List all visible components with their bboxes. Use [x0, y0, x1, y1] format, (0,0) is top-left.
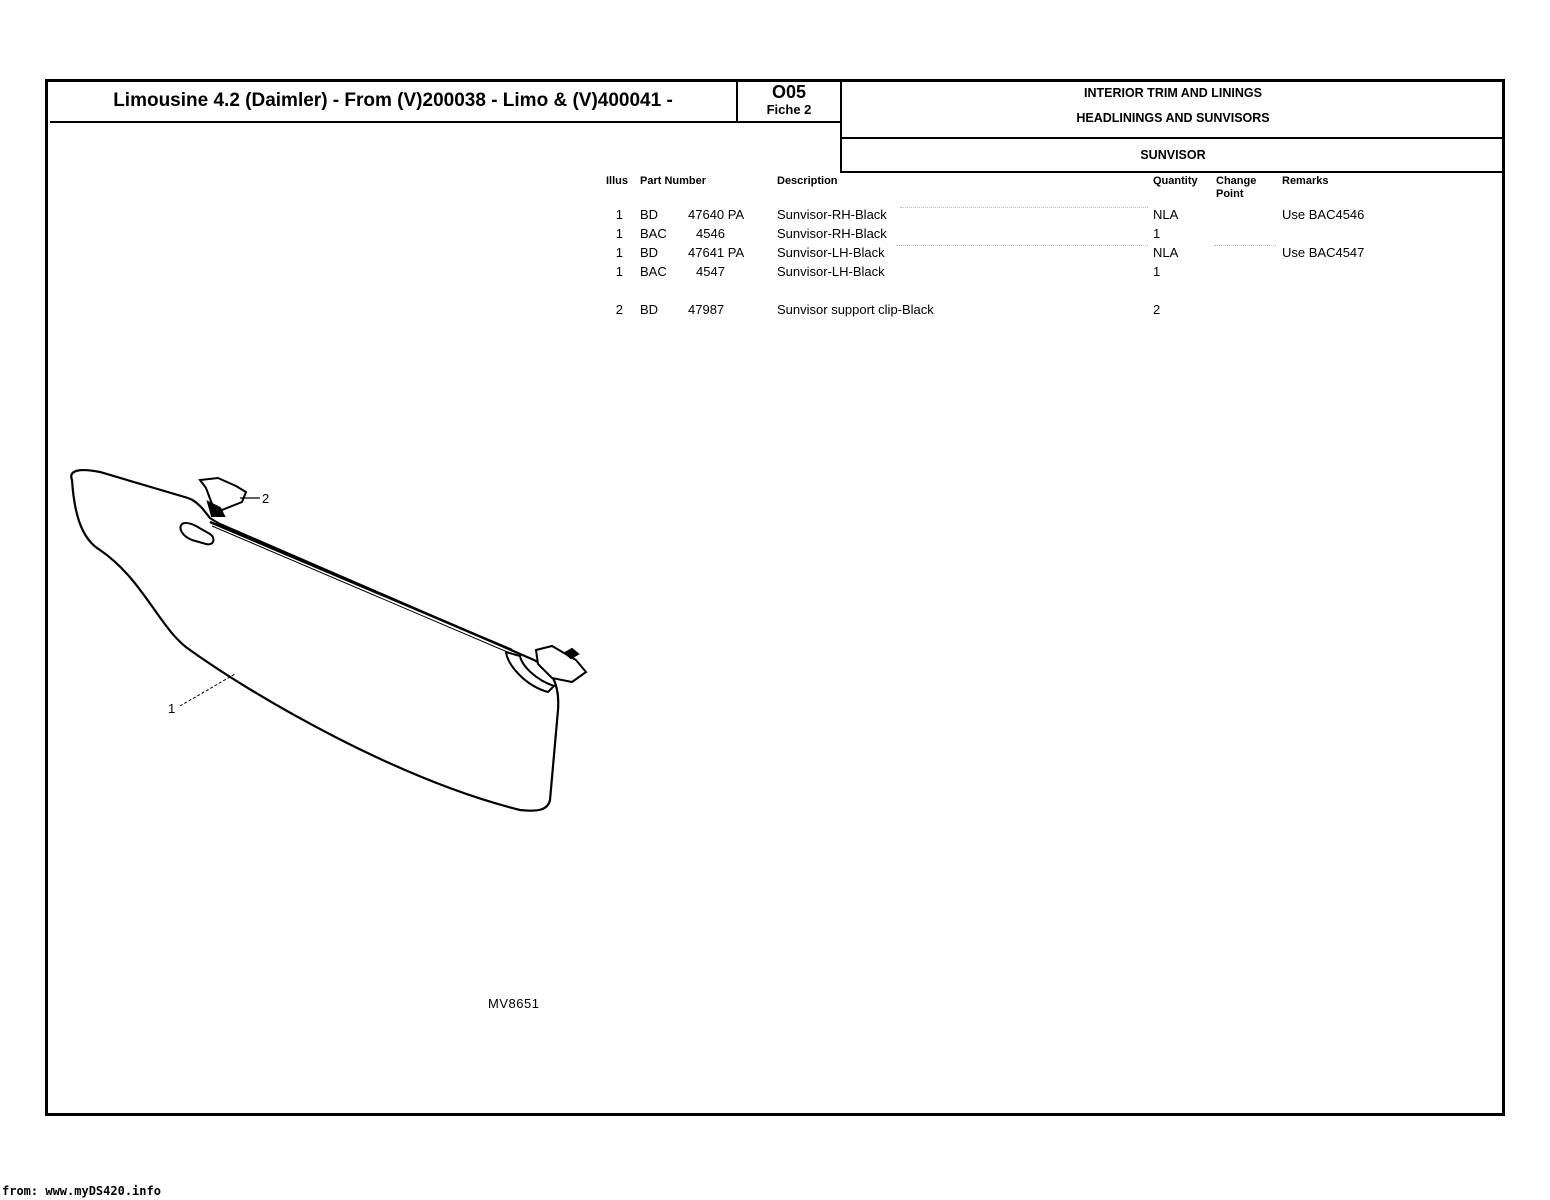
row-prefix: BD — [640, 245, 659, 260]
row-description: Sunvisor-RH-Black — [777, 226, 887, 241]
col-quantity: Quantity — [1153, 175, 1198, 187]
page-title: Limousine 4.2 (Daimler) - From (V)200038… — [50, 81, 738, 123]
col-change-point: Change Point — [1216, 175, 1257, 200]
section-header: INTERIOR TRIM AND LININGS HEADLININGS AN… — [840, 81, 1504, 139]
group-title: SUNVISOR — [840, 139, 1504, 173]
row-remarks: Use BAC4547 — [1282, 245, 1365, 260]
table-row: 1 BD 47640 PA Sunvisor-RH-Black NLA Use … — [0, 207, 1550, 225]
col-illus: Illus — [606, 175, 629, 187]
group-code: O05 — [771, 82, 807, 102]
catalog-code: O05 Fiche 2 — [738, 81, 840, 123]
section-title: INTERIOR TRIM AND LININGS — [1083, 86, 1262, 100]
callout-1: 1 — [168, 701, 176, 716]
row-quantity: 1 — [1153, 264, 1161, 279]
subsection-title: HEADLININGS AND SUNVISORS — [1076, 111, 1270, 125]
row-illus: 1 — [615, 207, 623, 222]
callout-2: 2 — [262, 491, 270, 506]
sunvisor-slot — [179, 521, 215, 546]
row-part-number: 4546 — [696, 226, 725, 241]
row-prefix: BAC — [640, 264, 667, 279]
row-description: Sunvisor support clip-Black — [777, 302, 934, 317]
row-illus: 1 — [615, 264, 623, 279]
illustration-reference: MV8651 — [488, 996, 540, 1011]
row-prefix: BD — [640, 207, 659, 222]
row-illus: 1 — [615, 245, 623, 260]
leader-dots — [896, 245, 1148, 246]
row-quantity: NLA — [1153, 207, 1179, 222]
source-footer: from: www.myDS420.info — [2, 1184, 161, 1198]
row-prefix: BAC — [640, 226, 667, 241]
row-part-number: 4547 — [696, 264, 725, 279]
col-remarks: Remarks — [1282, 175, 1329, 187]
row-quantity: 1 — [1153, 226, 1161, 241]
table-row: 1 BD 47641 PA Sunvisor-LH-Black NLA Use … — [0, 245, 1550, 263]
row-description: Sunvisor-LH-Black — [777, 245, 885, 260]
table-row: 1 BAC 4547 Sunvisor-LH-Black 1 — [0, 264, 1550, 282]
row-illus: 1 — [615, 226, 623, 241]
col-part-number: Part Number — [640, 175, 707, 187]
row-illus: 2 — [615, 302, 623, 317]
row-part-number: 47641 PA — [688, 245, 745, 260]
row-prefix: BD — [640, 302, 659, 317]
fiche-number: Fiche 2 — [766, 102, 812, 117]
leader-dots — [900, 207, 1148, 208]
table-row: 2 BD 47987 Sunvisor support clip-Black 2 — [0, 302, 1550, 320]
row-part-number: 47987 — [688, 302, 725, 317]
support-clip — [198, 476, 248, 517]
page-frame — [45, 79, 1505, 1116]
row-remarks: Use BAC4546 — [1282, 207, 1365, 222]
leader-dots — [1214, 245, 1276, 246]
pivot-bracket — [504, 644, 588, 694]
sunvisor-illustration — [70, 469, 588, 812]
row-quantity: NLA — [1153, 245, 1179, 260]
row-part-number: 47640 PA — [688, 207, 745, 222]
col-description: Description — [777, 175, 838, 187]
row-quantity: 2 — [1153, 302, 1161, 317]
row-description: Sunvisor-LH-Black — [777, 264, 885, 279]
row-description: Sunvisor-RH-Black — [777, 207, 887, 222]
table-row: 1 BAC 4546 Sunvisor-RH-Black 1 — [0, 226, 1550, 244]
sunvisor-body — [70, 469, 560, 812]
